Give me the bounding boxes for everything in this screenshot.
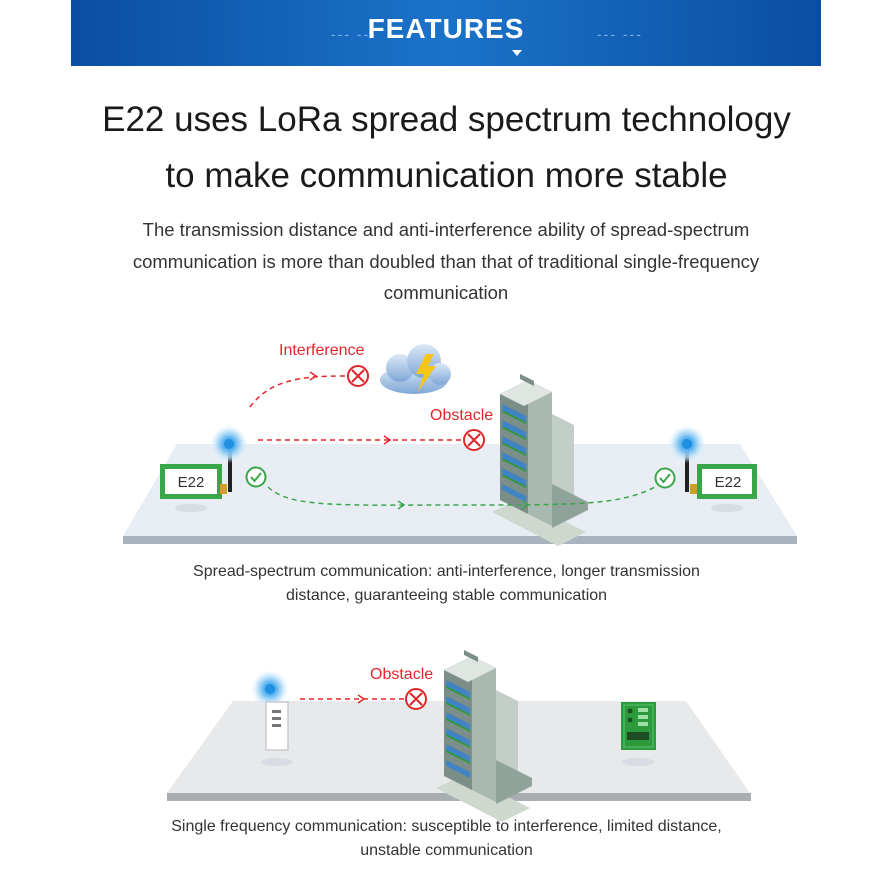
subtitle: The transmission distance and anti-inter… — [132, 219, 760, 303]
antenna-signal-icon-left — [210, 425, 248, 463]
single-freq-arrow-icon — [357, 694, 366, 704]
diagram1-caption: Spread-spectrum communication: anti-inte… — [0, 560, 893, 608]
spread-spectrum-path — [267, 486, 656, 506]
obstacle-label: Obstacle — [430, 407, 493, 424]
cloud-lightning-icon — [380, 344, 451, 394]
headline-line-2: to make communication more stable — [165, 156, 728, 195]
single-freq-x-circle-icon — [405, 688, 427, 710]
interference-arrow-icon — [309, 371, 318, 381]
diagram2-caption-line-2: unstable communication — [360, 842, 533, 859]
diagram1-caption-line-2: distance, guaranteeing stable communicat… — [285, 587, 608, 604]
single-frequency-transmitter — [251, 670, 293, 766]
module-left-label: E22 — [178, 474, 205, 491]
banner-dash-left: --- --- — [331, 26, 377, 42]
obstacle-arrow-icon — [383, 435, 392, 445]
diagram1-platform — [123, 444, 797, 544]
banner-dash-right: --- --- — [597, 26, 643, 42]
diagram1-caption-line-1: Spread-spectrum communication: anti-inte… — [193, 563, 700, 580]
module-right-label: E22 — [715, 474, 742, 491]
features-banner: --- --- FEATURES --- --- — [71, 0, 821, 66]
green-arrow-icon-2 — [521, 500, 530, 510]
antenna-signal-icon-right — [668, 425, 706, 463]
diagram2-caption-line-1: Single frequency communication: suscepti… — [171, 818, 722, 835]
interference-x-circle-icon — [347, 365, 369, 387]
e22-module-right: E22 — [668, 425, 757, 512]
e22-module-left: E22 — [160, 425, 248, 512]
interference-label: Interference — [279, 342, 364, 359]
obstacle-x-circle-icon — [463, 429, 485, 451]
banner-title: FEATURES — [367, 13, 525, 44]
banner-down-arrow-icon — [512, 50, 522, 56]
headline-line-1: E22 uses LoRa spread spectrum technology — [102, 100, 791, 139]
green-arrow-icon-1 — [397, 500, 406, 510]
interference-path — [249, 375, 346, 408]
diagram2-caption: Single frequency communication: suscepti… — [0, 815, 893, 863]
check-circle-icon-left — [245, 466, 267, 488]
headline: E22 uses LoRa spread spectrum technology… — [0, 92, 893, 204]
check-circle-icon-right — [654, 467, 676, 489]
single-freq-obstacle-label: Obstacle — [370, 666, 433, 683]
circuit-board-icon — [621, 702, 656, 766]
